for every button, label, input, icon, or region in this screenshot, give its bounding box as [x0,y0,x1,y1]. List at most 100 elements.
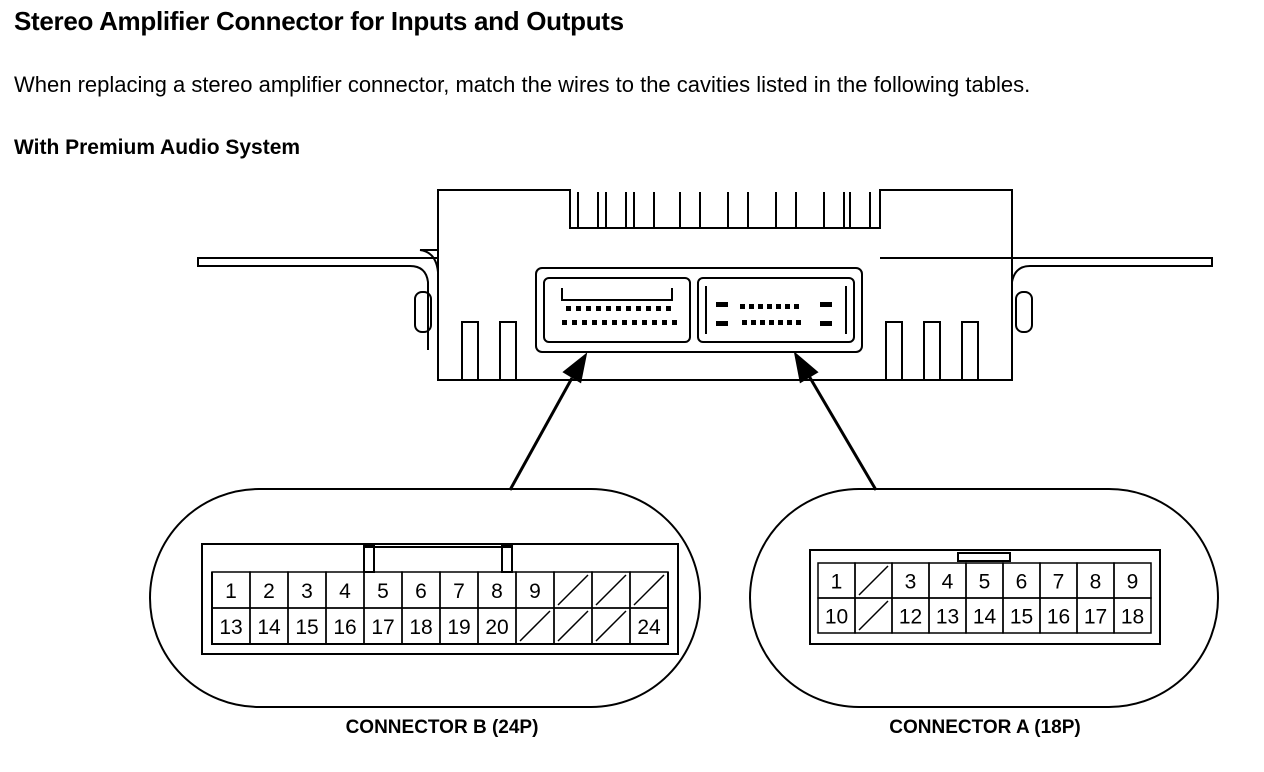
connector-a-callout [749,488,1219,708]
blank-cavity-slash [519,610,551,642]
stereo-amplifier-illustration [197,189,1213,381]
connector-b-cavity-number: 5 [377,580,389,603]
connector-a-cavity-number: 4 [942,571,954,594]
connector-a-caption: CONNECTOR A (18P) [889,717,1080,738]
socket-pin [820,321,832,326]
connector-b-cavity-number: 9 [529,580,541,603]
connector-a-cavity-number: 12 [899,606,922,629]
connector-b-cavity-number: 7 [453,580,465,603]
socket-pin [656,306,661,311]
connector-a-housing [809,549,1161,645]
socket-pin [672,320,677,325]
socket-pin [740,304,745,309]
connector-b-cavity-number: 17 [371,616,394,639]
socket-pin [592,320,597,325]
socket-pin [796,320,801,325]
connector-b-cavity-number: 18 [409,616,432,639]
connector-a-cavity-number: 6 [1016,571,1028,594]
intro-text: When replacing a stereo amplifier connec… [14,72,1031,97]
arrow-to-connector-b [508,377,574,491]
connector-b-cavity-number: 6 [415,580,427,603]
connector-a-cavity-number: 10 [825,606,848,629]
connector-b-cavity-number: 15 [295,616,318,639]
connector-a-cavity-cell [1113,597,1152,634]
connector-b-cavities: 1 2 3 4 5 6 7 8 9 13 14 15 16 17 18 19 20 24 [211,571,669,645]
connector-a-cavity-number: 1 [831,571,843,594]
arrow-to-connector-a [807,375,878,491]
socket-pin [596,306,601,311]
connector-b-cavity-number: 1 [225,580,237,603]
arrow-head-a [793,351,819,384]
socket-pin [566,306,571,311]
socket-pin [767,304,772,309]
connector-b-cavity-number: 3 [301,580,313,603]
socket-pin [776,304,781,309]
connector-a-cavity-number: 15 [1010,606,1033,629]
socket-pin [758,304,763,309]
blank-cavity-slash [858,600,889,631]
connector-b-cavity-number: 13 [219,616,242,639]
arrow-head-b [562,352,588,384]
connector-a-cavity-number: 7 [1053,571,1065,594]
connector-b-cavity-cell [629,607,669,645]
socket-pin [760,320,765,325]
blank-cavity-slash [633,574,665,606]
connector-b-cavity-number: 19 [447,616,470,639]
connector-b-cavity-number: 20 [485,616,508,639]
socket-pin [652,320,657,325]
socket-pin [662,320,667,325]
connector-b-cavity-number: 14 [257,616,281,639]
connector-a-cavity-number: 3 [905,571,917,594]
connector-b-cavity-number: 8 [491,580,503,603]
connector-a-cavity-number: 13 [936,606,959,629]
socket-pin [751,320,756,325]
socket-pin [586,306,591,311]
socket-pin [606,306,611,311]
connector-b-cavity-number: 2 [263,580,275,603]
blank-cavity-slash [557,574,589,606]
connector-a-cavity-number: 14 [973,606,997,629]
socket-pin [749,304,754,309]
socket-pin [572,320,577,325]
callout-arrows [508,351,878,491]
socket-pin [622,320,627,325]
blank-cavity-slash [557,610,589,642]
socket-pin [582,320,587,325]
socket-pin [716,321,728,326]
socket-pin [716,302,728,307]
socket-pin [666,306,671,311]
socket-pin [636,306,641,311]
connector-b-cavity-number: 4 [339,580,351,603]
connector-a-cavity-number: 18 [1121,606,1144,629]
socket-pin [794,304,799,309]
socket-pin-dots [562,302,832,326]
connector-a-cavity-number: 9 [1127,571,1139,594]
socket-pin [616,306,621,311]
socket-pin [769,320,774,325]
connector-a-cavity-number: 16 [1047,606,1070,629]
connector-b-cavity-number: 24 [637,616,661,639]
socket-pin [602,320,607,325]
connector-b-callout [149,488,701,708]
socket-pin [562,320,567,325]
connector-a-cavity-number: 17 [1084,606,1107,629]
socket-pin [787,320,792,325]
connector-b-caption: CONNECTOR B (24P) [346,717,539,738]
blank-cavity-slash [858,565,889,596]
socket-pin [612,320,617,325]
section-heading: With Premium Audio System [14,136,301,159]
connector-b-cavity-number: 16 [333,616,356,639]
connector-a-cavity-number: 8 [1090,571,1102,594]
socket-pin [785,304,790,309]
socket-pin [576,306,581,311]
socket-pin [626,306,631,311]
socket-pin [642,320,647,325]
socket-pin [632,320,637,325]
socket-pin [820,302,832,307]
blank-cavity-slash [595,574,627,606]
blank-cavity-slash [595,610,627,642]
page-title: Stereo Amplifier Connector for Inputs an… [14,6,624,36]
socket-pin [778,320,783,325]
